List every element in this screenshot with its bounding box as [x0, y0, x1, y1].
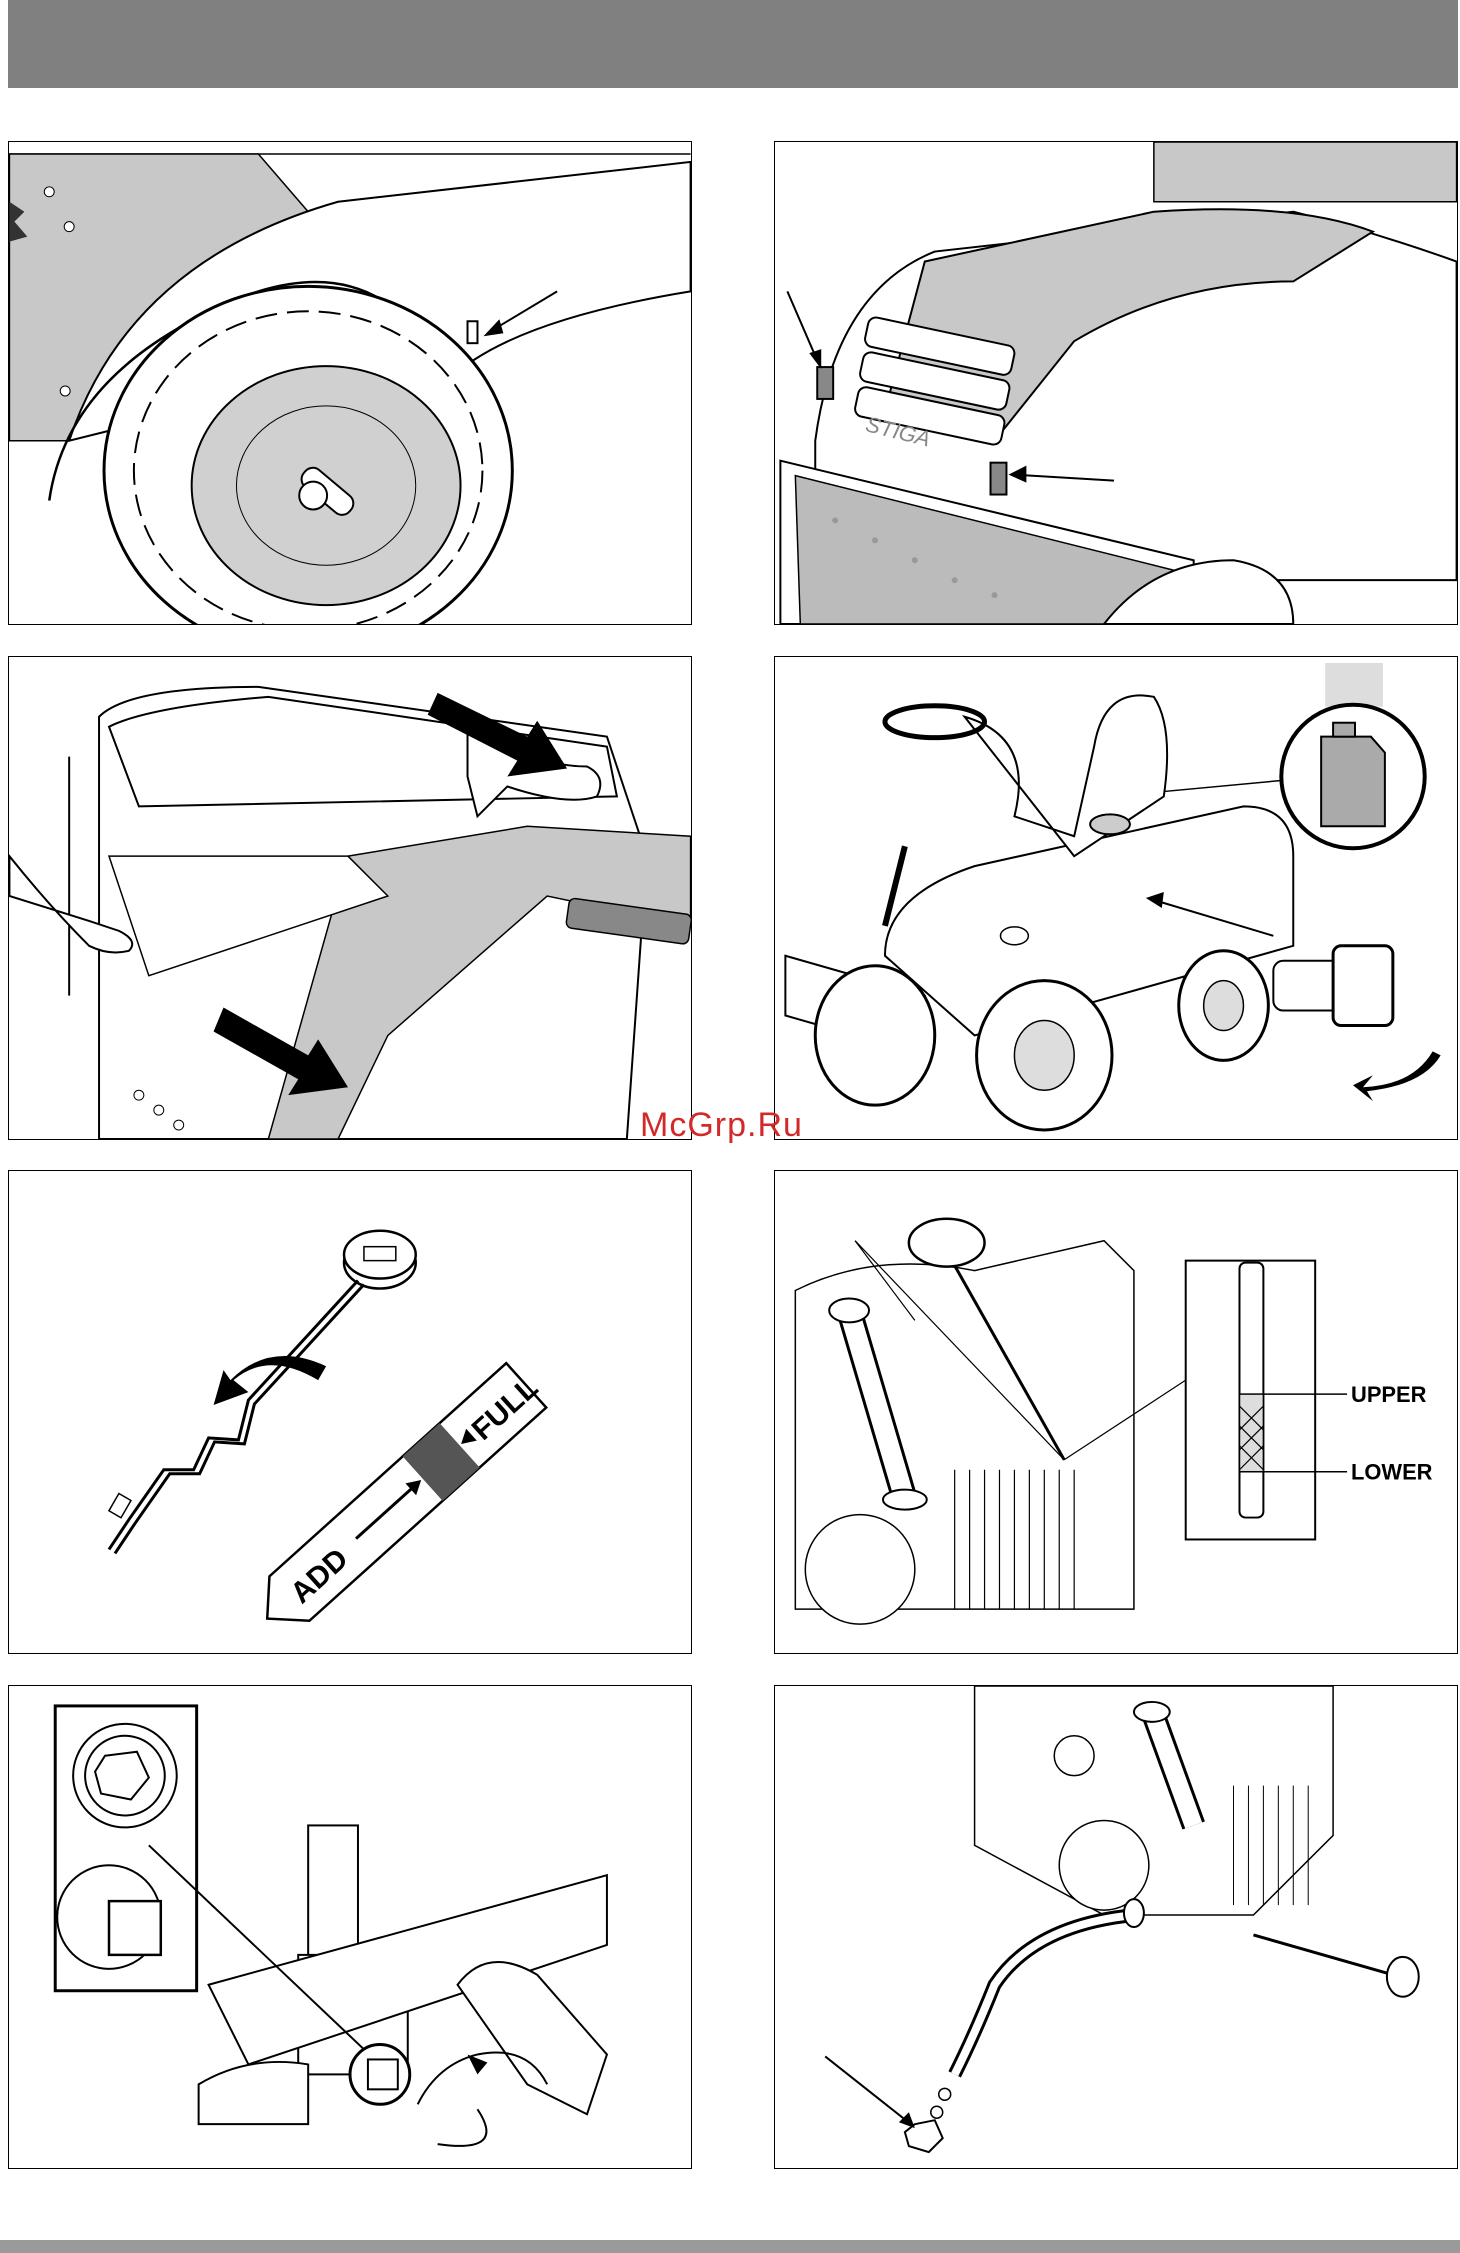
figure-rear-wheel — [8, 141, 692, 625]
figure-front-lights: STIGA — [774, 141, 1458, 625]
oil-level-illustration: UPPER LOWER — [775, 1171, 1457, 1653]
figure-fuel-filling — [774, 656, 1458, 1140]
figure-open-hood — [8, 656, 692, 1140]
footer-bar — [0, 2240, 1460, 2253]
header-bar — [8, 0, 1458, 88]
open-hood-illustration — [9, 657, 691, 1139]
fuel-filling-illustration — [775, 657, 1457, 1139]
figure-drain-hose — [774, 1685, 1458, 2169]
oil-lower-label: LOWER — [1351, 1460, 1433, 1485]
dipstick-marks-illustration: ADD FULL — [9, 1171, 691, 1653]
front-lights-illustration: STIGA — [775, 142, 1457, 624]
figure-drain-plug — [8, 1685, 692, 2169]
oil-upper-label: UPPER — [1351, 1382, 1427, 1407]
watermark-text: McGrp.Ru — [640, 1106, 803, 1145]
rear-wheel-illustration — [9, 142, 691, 624]
drain-hose-illustration — [775, 1686, 1457, 2168]
figure-dipstick-marks: ADD FULL — [8, 1170, 692, 1654]
drain-plug-illustration — [9, 1686, 691, 2168]
figure-oil-level: UPPER LOWER — [774, 1170, 1458, 1654]
